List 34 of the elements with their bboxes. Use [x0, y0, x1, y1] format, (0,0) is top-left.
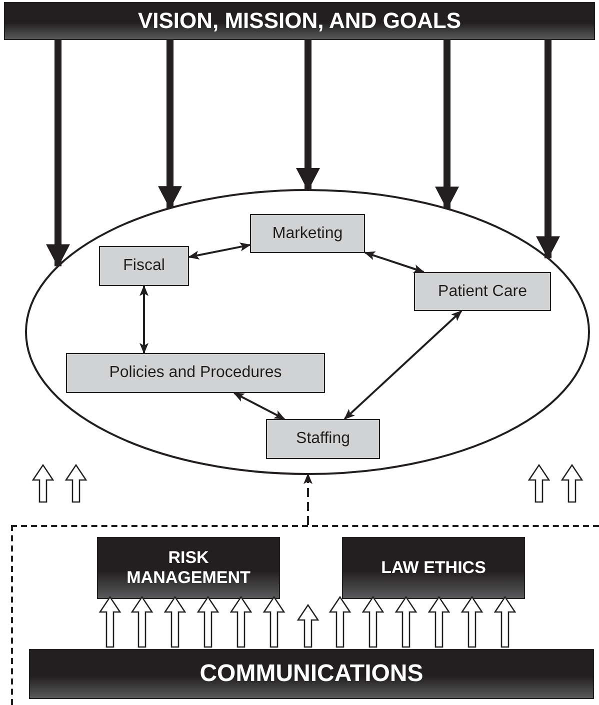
hollow-arrow [130, 596, 154, 648]
label-box: COMMUNICATIONS [29, 649, 594, 699]
double-arrow [233, 392, 286, 420]
hollow-arrow [328, 596, 352, 648]
hollow-arrow [494, 596, 516, 648]
hollow-arrow [460, 596, 484, 648]
label-box: LAW ETHICS [342, 537, 525, 599]
hollow-arrow [230, 596, 252, 648]
dashed-arrow [304, 473, 312, 525]
double-arrow [364, 251, 425, 274]
hollow-arrow [296, 604, 320, 648]
process-box: Staffing [266, 419, 380, 459]
title-bar: VISION, MISSION, AND GOALS [4, 2, 595, 40]
thick-arrow [158, 40, 182, 210]
thick-arrow [46, 40, 70, 268]
hollow-arrow [98, 596, 122, 648]
hollow-arrow [262, 596, 286, 648]
process-box: Patient Care [414, 272, 551, 311]
ellipse-outline [25, 189, 590, 475]
process-box: Marketing [250, 214, 365, 253]
hollow-arrow [164, 596, 186, 648]
double-arrow [188, 242, 251, 260]
process-box: Fiscal [99, 246, 189, 286]
thick-arrow [536, 40, 560, 260]
hollow-arrow [196, 596, 220, 648]
hollow-arrow [394, 596, 418, 648]
label-box: RISK MANAGEMENT [97, 537, 280, 599]
process-box: Policies and Procedures [66, 353, 325, 393]
hollow-arrow [428, 596, 450, 648]
hollow-arrow [362, 596, 384, 648]
thick-arrow [435, 40, 459, 210]
double-arrow [344, 310, 462, 420]
double-arrow [140, 285, 148, 354]
thick-arrow [296, 40, 320, 191]
